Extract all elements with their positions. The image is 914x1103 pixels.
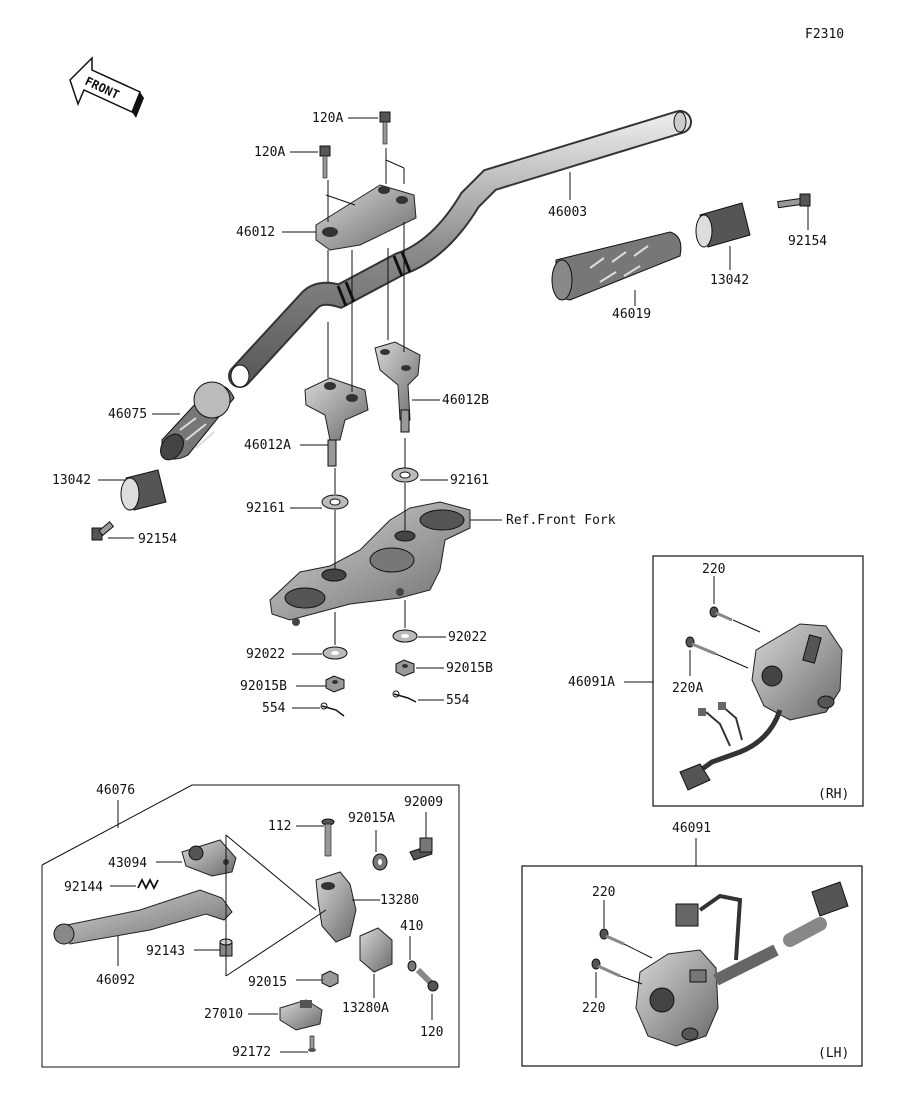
label-112: 112: [268, 819, 291, 834]
label-554-right: 554: [446, 693, 470, 708]
washer-92161-left-icon: [321, 494, 349, 510]
label-220a-rh: 220A: [672, 681, 703, 696]
nut-92015b-left-icon: [325, 675, 345, 693]
label-120a-top: 120A: [312, 111, 343, 126]
screw-220-lh-top-icon: [599, 928, 625, 946]
nut-92015b-right-icon: [395, 659, 415, 677]
label-220-lh-top: 220: [592, 885, 615, 900]
label-46012: 46012: [236, 225, 275, 240]
label-46019: 46019: [612, 307, 651, 322]
label-92015b-right: 92015B: [446, 661, 493, 676]
label-27010: 27010: [204, 1007, 243, 1022]
rh-switch-housing: [751, 623, 843, 721]
rh-box-label: (RH): [818, 787, 849, 802]
label-13280a: 13280A: [342, 1001, 389, 1016]
label-92009: 92009: [404, 795, 443, 810]
label-92015a: 92015A: [348, 811, 395, 826]
riser-46012b: [374, 341, 421, 433]
lh-box-label: (LH): [818, 1046, 849, 1061]
label-92161-right: 92161: [450, 473, 489, 488]
switch-27010: [279, 999, 323, 1031]
screw-92172-icon: [308, 1035, 316, 1052]
label-220-rh: 220: [702, 562, 725, 577]
bolt-120a-left-icon: [319, 145, 331, 179]
label-46076: 46076: [96, 783, 135, 798]
holder-cap-13280a: [359, 927, 393, 973]
steering-stem-head: [269, 501, 471, 626]
label-92161-left: 92161: [246, 501, 285, 516]
label-13042-left: 13042: [52, 473, 91, 488]
label-46012a: 46012A: [244, 438, 291, 453]
bar-end-weight-right: [695, 202, 751, 248]
lever-bracket-43094: [181, 839, 237, 877]
rh-leader-lines: [624, 576, 761, 683]
washer-410-icon: [407, 960, 417, 972]
label-410: 410: [400, 919, 423, 934]
label-554-left: 554: [262, 701, 286, 716]
spring-92144-icon: [137, 877, 159, 891]
lh-switch-housing: [635, 949, 719, 1047]
label-92015: 92015: [248, 975, 287, 990]
screw-220a-rh-icon: [685, 636, 717, 656]
label-13280: 13280: [380, 893, 419, 908]
upper-clamp: [315, 184, 417, 251]
rh-switch-wiring: [679, 702, 783, 791]
figure-code: F2310: [805, 27, 844, 42]
washer-92161-right-icon: [391, 467, 419, 483]
bolt-120a-top-icon: [379, 111, 391, 145]
handlebar: [228, 110, 692, 388]
lh-switch-wiring: [675, 881, 849, 986]
bolt-112-icon: [321, 818, 335, 857]
grip-left: [160, 381, 235, 461]
assembly-lines: [325, 148, 406, 645]
label-43094: 43094: [108, 856, 147, 871]
label-46091a: 46091A: [568, 675, 615, 690]
riser-46012a: [304, 377, 369, 467]
label-120a-left: 120A: [254, 145, 285, 160]
lever-holder-13280: [315, 871, 357, 943]
label-46003: 46003: [548, 205, 587, 220]
washer-92022-right-icon: [392, 629, 418, 643]
label-92022-left: 92022: [246, 647, 285, 662]
grip-right: [551, 231, 682, 301]
bar-end-weight-left: [120, 469, 167, 511]
ref-front-fork: Ref.Front Fork: [506, 513, 616, 528]
leader-lines: [98, 117, 809, 709]
label-92144: 92144: [64, 880, 103, 895]
label-120: 120: [420, 1025, 443, 1040]
label-92154-left: 92154: [138, 532, 177, 547]
front-arrow-icon: FRONT: [69, 56, 144, 118]
bolt-120-icon: [415, 967, 439, 992]
screw-92009-icon: [409, 837, 433, 861]
lever-assembly-box: 46076: [41, 783, 460, 1068]
label-92143: 92143: [146, 944, 185, 959]
cotter-pin-554-left-icon: [320, 702, 345, 717]
label-92154-right: 92154: [788, 234, 827, 249]
label-46075: 46075: [108, 407, 147, 422]
screw-92154-left-icon: [91, 521, 115, 541]
label-92015b-left: 92015B: [240, 679, 287, 694]
label-46091: 46091: [672, 821, 711, 836]
label-92172: 92172: [232, 1045, 271, 1060]
lh-leader-lines: [595, 900, 653, 998]
screw-220-lh-bottom-icon: [591, 958, 621, 978]
washer-92015a-icon: [372, 853, 388, 871]
label-92022-right: 92022: [448, 630, 487, 645]
cotter-pin-554-right-icon: [392, 690, 417, 703]
screw-220-rh-icon: [709, 606, 733, 622]
lever-leader-lines: [110, 812, 433, 1053]
washer-92022-left-icon: [322, 646, 348, 660]
nut-92015-icon: [321, 970, 339, 988]
label-46092: 46092: [96, 973, 135, 988]
label-220-lh-bottom: 220: [582, 1001, 605, 1016]
screw-92154-right-icon: [777, 193, 811, 209]
label-46012b: 46012B: [442, 393, 489, 408]
brake-lever-46092: [53, 889, 233, 945]
label-13042-right: 13042: [710, 273, 749, 288]
